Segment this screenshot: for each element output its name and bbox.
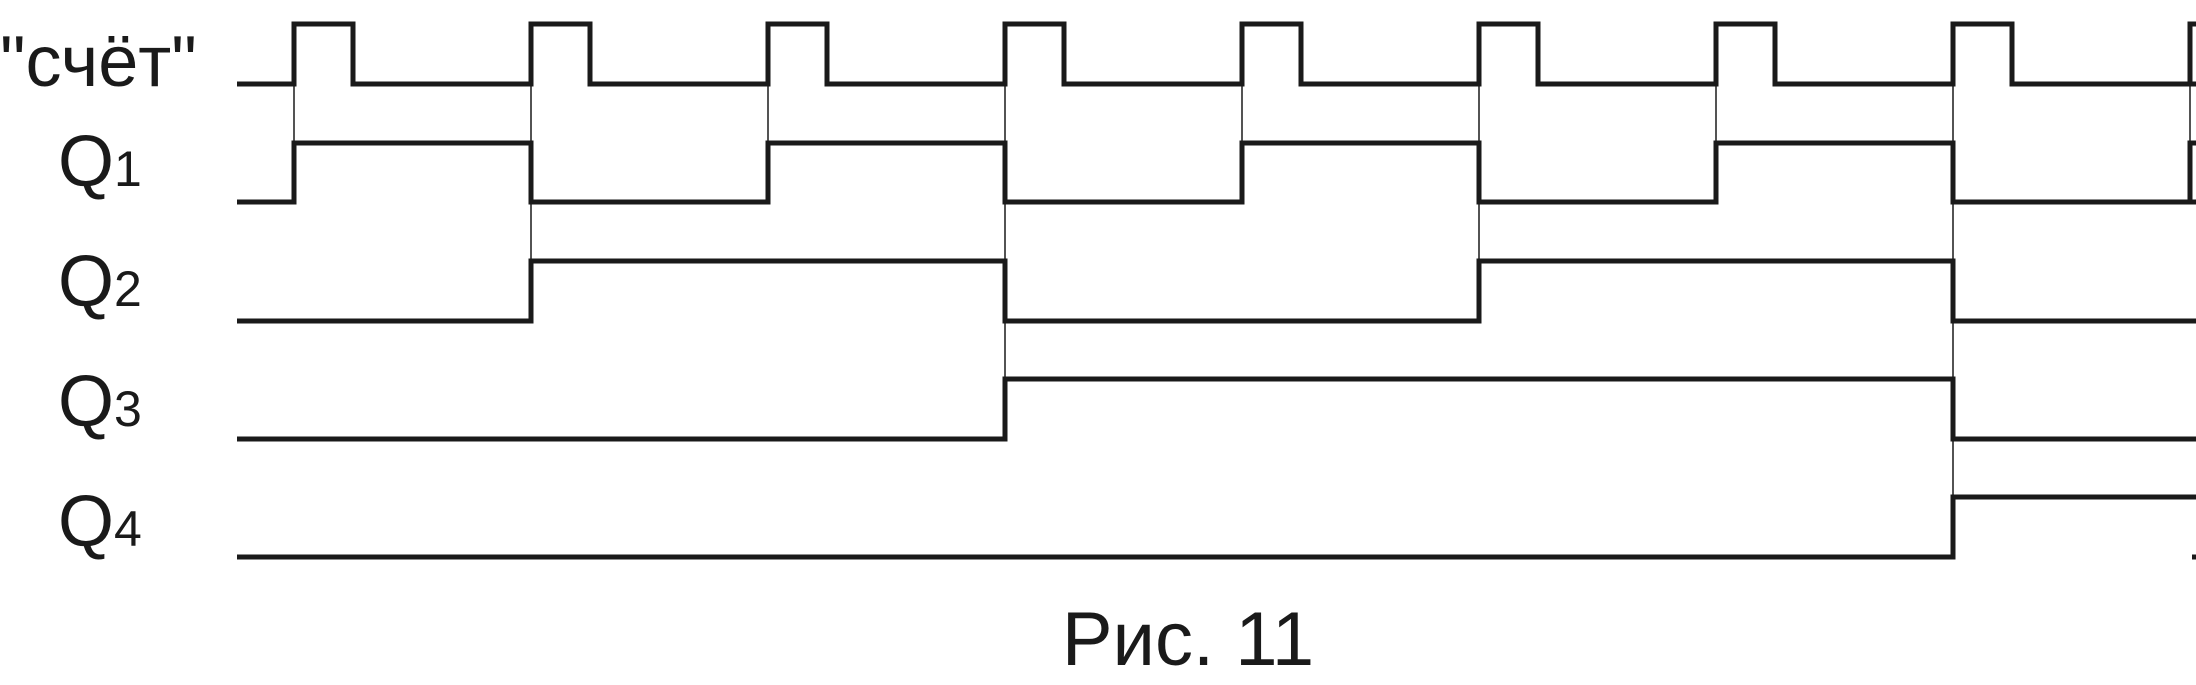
waveform-q2 — [237, 258, 2196, 324]
waveform-q1 — [237, 140, 2196, 205]
waveform-count — [237, 21, 2196, 87]
signal-label-count: "счёт" — [0, 22, 197, 102]
figure-caption: Рис. 11 — [1062, 597, 1314, 682]
signal-label-q3: Q3 — [58, 362, 142, 442]
waveform-q3 — [237, 376, 2196, 442]
signal-row-q4: Q4 — [58, 482, 2196, 562]
signal-label-q4: Q4 — [58, 482, 142, 562]
waveform-q4 — [237, 494, 2196, 560]
clock-edge-guides — [293, 84, 2191, 497]
signal-row-count: "счёт" — [0, 21, 2196, 102]
signal-row-q3: Q3 — [58, 362, 2196, 442]
signal-label-q1: Q1 — [58, 122, 142, 202]
signal-row-q1: Q1 — [58, 122, 2196, 205]
signal-row-q2: Q2 — [58, 242, 2196, 324]
signal-label-q2: Q2 — [58, 242, 142, 322]
